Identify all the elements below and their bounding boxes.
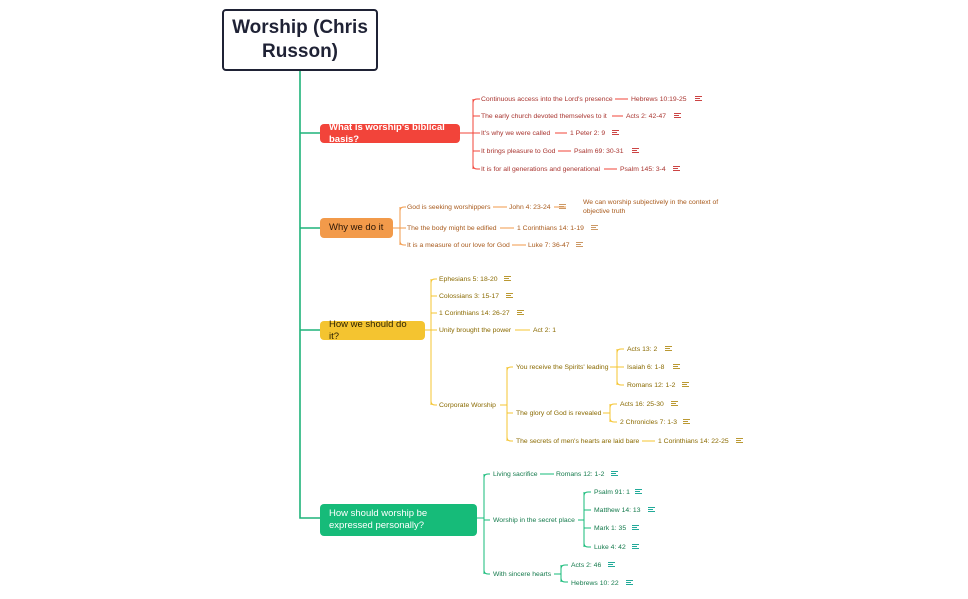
subtopic[interactable]: It is for all generations and generation… (481, 166, 601, 173)
scripture-ref[interactable]: Colossians 3: 15-17 (439, 293, 500, 300)
note-lines-icon[interactable] (682, 382, 689, 387)
note-lines-icon[interactable] (626, 580, 633, 585)
note-lines-icon[interactable] (674, 113, 681, 118)
root-topic[interactable]: Worship (Chris Russon) (222, 9, 378, 71)
note-lines-icon[interactable] (665, 346, 672, 351)
subtopic[interactable]: Unity brought the power (439, 327, 512, 334)
scripture-ref[interactable]: Psalm 91: 1 (594, 489, 630, 496)
subtopic[interactable]: The the body might be edified (407, 225, 497, 232)
scripture-ref[interactable]: Ephesians 5: 18-20 (439, 276, 498, 283)
scripture-ref[interactable]: John 4: 23-24 (509, 204, 551, 211)
scripture-ref[interactable]: 1 Corinthians 14: 1-19 (517, 225, 584, 232)
subtopic[interactable]: It's why we were called (481, 130, 551, 137)
subtopic[interactable]: God is seeking worshippers (407, 204, 491, 211)
note-lines-icon[interactable] (736, 438, 743, 443)
note-lines-icon[interactable] (576, 242, 583, 247)
topic-how-we-should-do-it[interactable]: How we should do it? (320, 319, 425, 342)
scripture-ref[interactable]: 1 Peter 2: 9 (570, 130, 606, 137)
scripture-ref[interactable]: Acts 13: 2 (627, 346, 658, 353)
note-lines-icon[interactable] (591, 225, 598, 230)
scripture-ref[interactable]: Acts 2: 46 (571, 562, 602, 569)
note-lines-icon[interactable] (632, 525, 639, 530)
scripture-ref[interactable]: Act 2: 1 (533, 327, 557, 334)
scripture-ref[interactable]: Isaiah 6: 1-8 (627, 364, 665, 371)
topic-biblical-basis[interactable]: What is worship's biblical basis? (320, 122, 460, 145)
scripture-ref[interactable]: Luke 7: 36-47 (528, 242, 570, 249)
scripture-ref[interactable]: Luke 4: 42 (594, 544, 626, 551)
note-lines-icon[interactable] (673, 166, 680, 171)
subtopic[interactable]: Worship in the secret place (493, 517, 575, 524)
note-lines-icon[interactable] (506, 293, 513, 298)
note-lines-icon[interactable] (612, 130, 619, 135)
subtopic-note[interactable]: We can worship subjectively in the conte… (583, 199, 719, 215)
scripture-ref[interactable]: 1 Corinthians 14: 26-27 (439, 310, 510, 317)
note-lines-icon[interactable] (559, 204, 566, 209)
scripture-ref[interactable]: 2 Chronicles 7: 1-3 (620, 419, 678, 426)
note-lines-icon[interactable] (632, 544, 639, 549)
scripture-ref[interactable]: Psalm 145: 3-4 (620, 166, 666, 173)
scripture-ref[interactable]: Hebrews 10:19-25 (631, 96, 687, 103)
note-lines-icon[interactable] (504, 276, 511, 281)
subtopic[interactable]: The early church devoted themselves to i… (481, 113, 607, 120)
note-lines-icon[interactable] (673, 364, 680, 369)
subtopic[interactable]: The glory of God is revealed (516, 410, 602, 417)
note-lines-icon[interactable] (611, 471, 618, 476)
subtopic[interactable]: Continuous access into the Lord's presen… (481, 96, 613, 103)
scripture-ref[interactable]: Mark 1: 35 (594, 525, 627, 532)
note-lines-icon[interactable] (683, 419, 690, 424)
note-lines-icon[interactable] (608, 562, 615, 567)
note-lines-icon[interactable] (632, 148, 639, 153)
subtopic[interactable]: With sincere hearts (493, 571, 552, 578)
note-lines-icon[interactable] (648, 507, 655, 512)
subtopic[interactable]: Living sacrifice (493, 471, 538, 478)
scripture-ref[interactable]: Acts 2: 42-47 (626, 113, 667, 120)
subtopic[interactable]: Corporate Worship (439, 402, 496, 409)
scripture-ref[interactable]: Hebrews 10: 22 (571, 580, 619, 587)
note-lines-icon[interactable] (671, 401, 678, 406)
note-lines-icon[interactable] (695, 96, 702, 101)
scripture-ref[interactable]: 1 Corinthians 14: 22-25 (658, 438, 729, 445)
note-lines-icon[interactable] (635, 489, 642, 494)
subtopic[interactable]: The secrets of men's hearts are laid bar… (516, 438, 640, 445)
scripture-ref[interactable]: Psalm 69: 30-31 (574, 148, 624, 155)
subtopic[interactable]: You receive the Spirits' leading (516, 364, 609, 371)
scripture-ref[interactable]: Acts 16: 25-30 (620, 401, 664, 408)
note-lines-icon[interactable] (517, 310, 524, 315)
topic-expressed-personally[interactable]: How should worship be expressed personal… (320, 504, 477, 536)
topic-why-we-do-it[interactable]: Why we do it (320, 218, 393, 238)
scripture-ref[interactable]: Romans 12: 1-2 (627, 382, 676, 389)
scripture-ref[interactable]: Matthew 14: 13 (594, 507, 641, 514)
subtopic[interactable]: It is a measure of our love for God (407, 242, 510, 249)
scripture-ref[interactable]: Romans 12: 1-2 (556, 471, 605, 478)
subtopic[interactable]: It brings pleasure to God (481, 148, 556, 155)
